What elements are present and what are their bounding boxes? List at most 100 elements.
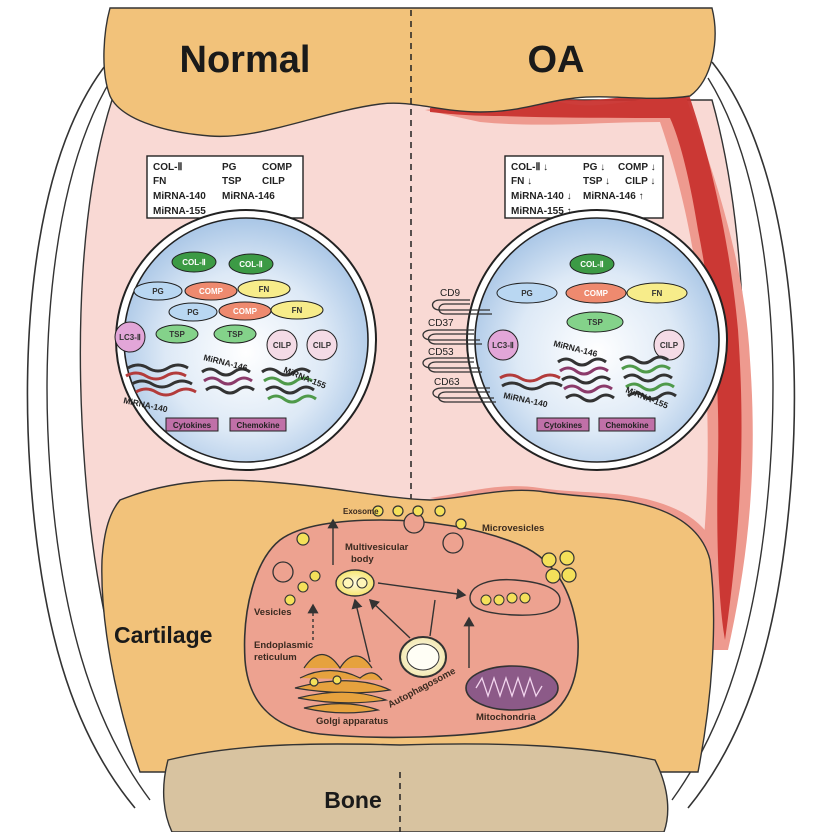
oa-fn [626,282,688,304]
arrow-autophagosome-branch [429,599,436,637]
cd63-loop [432,387,494,399]
oa-box-comp: COMP ↓ [618,162,656,173]
normal-col2-label-2: COL-Ⅱ [239,260,263,269]
capsule-outer-right [687,61,796,809]
oa-extracellular-vesicle: COL-Ⅱ PG COMP FN TSP LC3-Ⅱ CILP [466,209,728,471]
oa-mirna155-strands [619,355,677,401]
golgi-apparatus [294,675,392,714]
cd9-label: CD9 [440,288,460,299]
normal-box-comp: COMP [262,162,292,173]
normal-tsp-label-1: TSP [169,330,185,339]
title-normal: Normal [180,39,311,81]
release-vesicle-2 [392,505,404,517]
normal-box-mirna140: MiRNA-140 [153,191,206,202]
normal-fn-1 [237,279,291,299]
oa-composition-box [504,155,664,219]
capsule-inner-right [671,77,774,801]
microvesicle-4 [561,567,577,583]
oa-cilp-label: CILP [660,341,679,350]
normal-box-mirna155: MiRNA-155 [153,206,206,217]
microvesicle-2 [559,550,575,566]
mitochondria [465,665,559,711]
vesicles-label: Vesicles [254,607,292,618]
oa-box-tsp: TSP ↓ [583,176,610,187]
golgi-label: Golgi apparatus [316,716,388,727]
endoplasmic-reticulum [299,653,383,681]
normal-tsp-1 [155,324,199,344]
oa-comp-label: COMP [584,289,609,298]
exosome-bud-1 [272,561,294,583]
normal-box-fn: FN [153,176,166,187]
normal-fn-label-2: FN [292,306,303,315]
oa-mirna146-strands [557,357,615,403]
normal-comp-1 [184,281,238,301]
release-vesicle-1 [372,505,384,517]
capsule-outer-left [26,61,136,809]
top-cartilage [103,7,716,138]
normal-fn-label-1: FN [259,285,270,294]
oa-fn-label: FN [652,289,663,298]
normal-cilp-1 [266,329,298,361]
multivesicular-label-1: Multivesicular [345,542,409,553]
normal-pg-label-2: PG [187,308,199,317]
cd-markers: CD9 CD37 CD53 CD63 [422,288,496,403]
oa-box-pg: PG ↓ [583,162,605,173]
multivesicular-label-2: body [351,554,374,565]
oa-col2-label: COL-Ⅱ [580,260,604,269]
title-oa: OA [528,39,585,81]
oa-box-fn: FN ↓ [511,176,532,187]
vesicle-bleb-2 [442,532,464,554]
oa-box-cilp: CILP ↓ [625,176,655,187]
vesicle-chain-3 [309,570,321,582]
oa-cytokines-tag [536,417,590,432]
oa-box-mirna146: MiRNA-146 ↑ [583,191,644,202]
cd53-label: CD53 [428,347,454,358]
cd53-loop [422,357,480,369]
release-vesicle-5 [455,518,467,530]
normal-mirna146-strands [201,367,255,395]
cd9-loop [431,299,490,311]
oa-chemokine-label: Chemokine [605,421,649,430]
oa-tsp-label: TSP [587,318,603,327]
oa-lc3 [487,329,519,361]
er-label-2: reticulum [254,652,297,663]
arrow-mvb-to-fusion [377,582,467,600]
normal-pg-2 [168,302,218,322]
normal-fn-2 [270,300,324,320]
microvesicle-3 [545,568,561,584]
oa-chemokine-tag [598,417,656,432]
er-label-1: Endoplasmic [254,640,313,651]
normal-comp-label-1: COMP [199,287,224,296]
normal-tsp-label-2: TSP [227,330,243,339]
oa-tsp [566,311,624,333]
normal-tsp-2 [213,324,257,344]
oa-box-mirna155: MiRNA-155 ↑ [511,206,572,217]
capsule-inner-left [46,77,151,801]
normal-col2-1 [171,251,217,273]
normal-box-cilp: CILP [262,176,285,187]
normal-extracellular-vesicle: COL-Ⅱ COL-Ⅱ PG COMP FN PG COMP FN LC3-Ⅱ … [114,209,377,471]
cd37-loop [422,329,480,341]
normal-mirna140-strands [125,363,197,397]
normal-box-pg: PG [222,162,237,173]
arrow-golgi-to-mvb [351,598,371,663]
multivesicular-body [335,569,375,597]
oa-box-col2: COL-Ⅱ ↓ [511,162,548,173]
oa-comp [565,282,627,304]
normal-lc3-label: LC3-Ⅱ [119,333,141,342]
normal-cytokines-label: Cytokines [173,421,212,430]
normal-mirna155-strands [261,367,317,404]
normal-cilp-label-1: CILP [273,341,292,350]
cd37-label: CD37 [428,318,454,329]
oa-box-mirna140: MiRNA-140 ↓ [511,191,572,202]
normal-pg-1 [133,281,183,301]
oa-mirna140-strands [499,373,563,391]
vesicle-chain-2 [297,581,309,593]
normal-pg-label-1: PG [152,287,164,296]
normal-chemokine-tag [229,417,287,432]
normal-box-mirna146: MiRNA-146 [222,191,275,202]
microvesicles-label: Microvesicles [482,523,544,534]
bone-label: Bone [324,787,382,813]
